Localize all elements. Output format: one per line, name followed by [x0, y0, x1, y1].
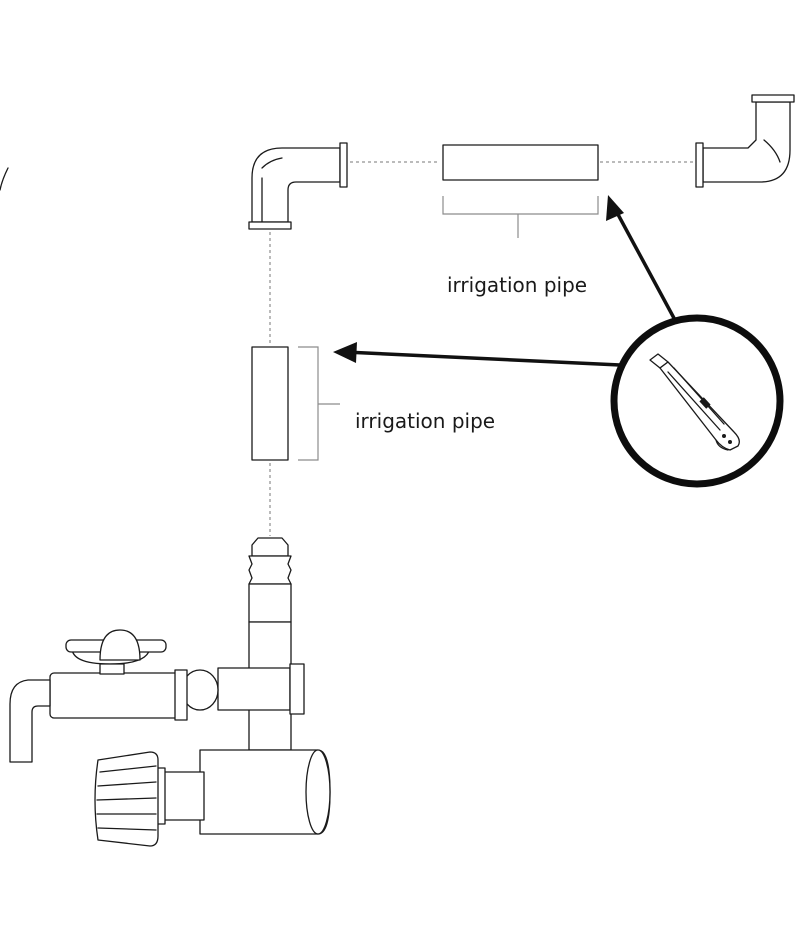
hose-barb — [251, 537, 289, 557]
vertical-irrigation-pipe — [251, 346, 289, 461]
cut-arrows — [333, 195, 677, 367]
alignment-guides — [269, 161, 694, 536]
top-right-elbow — [695, 94, 795, 188]
horizontal-irrigation-pipe — [442, 144, 599, 181]
utility-knife-callout — [610, 314, 784, 488]
utility-knife-icon — [649, 353, 740, 451]
edge-fragment — [0, 167, 9, 191]
arrowhead-left — [333, 342, 357, 363]
top-left-elbow — [248, 142, 348, 230]
faucet-tee-valve-assembly — [9, 537, 331, 847]
top-pipe-bracket — [442, 196, 599, 215]
arrowhead-up — [606, 195, 624, 221]
top-pipe-label: irrigation pipe — [447, 273, 587, 297]
vertical-pipe-label: irrigation pipe — [355, 409, 495, 433]
vertical-pipe-bracket — [298, 346, 319, 461]
